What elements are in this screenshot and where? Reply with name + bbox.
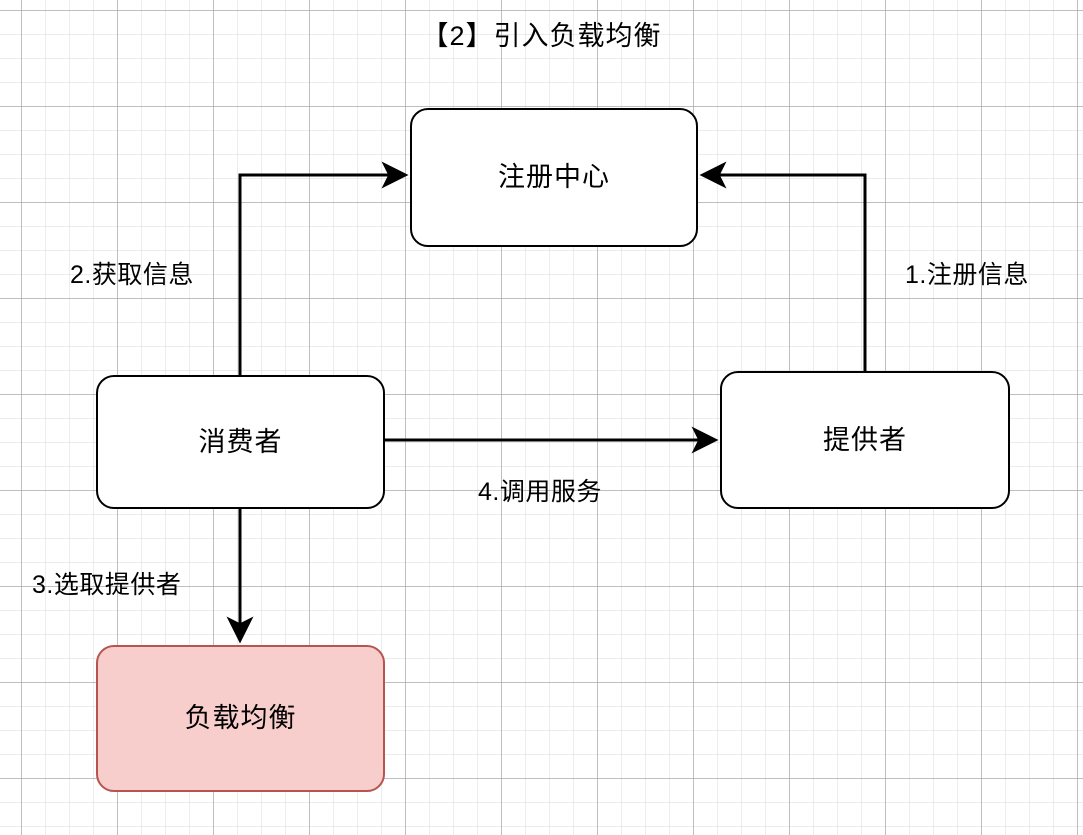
node-registry[interactable]: 注册中心	[410, 108, 698, 247]
node-provider[interactable]: 提供者	[720, 371, 1010, 509]
edge-fetch-info-path	[238, 161, 409, 375]
node-consumer[interactable]: 消费者	[96, 375, 385, 509]
edge-label-select-provider: 3.选取提供者	[32, 571, 182, 599]
edge-label-register-info: 1.注册信息	[905, 261, 1029, 289]
node-load-balancer[interactable]: 负载均衡	[96, 645, 385, 792]
diagram-title: 【2】引入负载均衡	[421, 21, 662, 51]
node-load-balancer-label: 负载均衡	[184, 703, 297, 734]
edge-register-info-path	[699, 161, 867, 371]
node-registry-label: 注册中心	[498, 162, 610, 193]
edge-label-fetch-info: 2.获取信息	[70, 261, 194, 289]
edge-label-invoke-service: 4.调用服务	[478, 478, 602, 506]
node-consumer-label: 消费者	[198, 426, 283, 457]
node-provider-label: 提供者	[823, 424, 907, 455]
